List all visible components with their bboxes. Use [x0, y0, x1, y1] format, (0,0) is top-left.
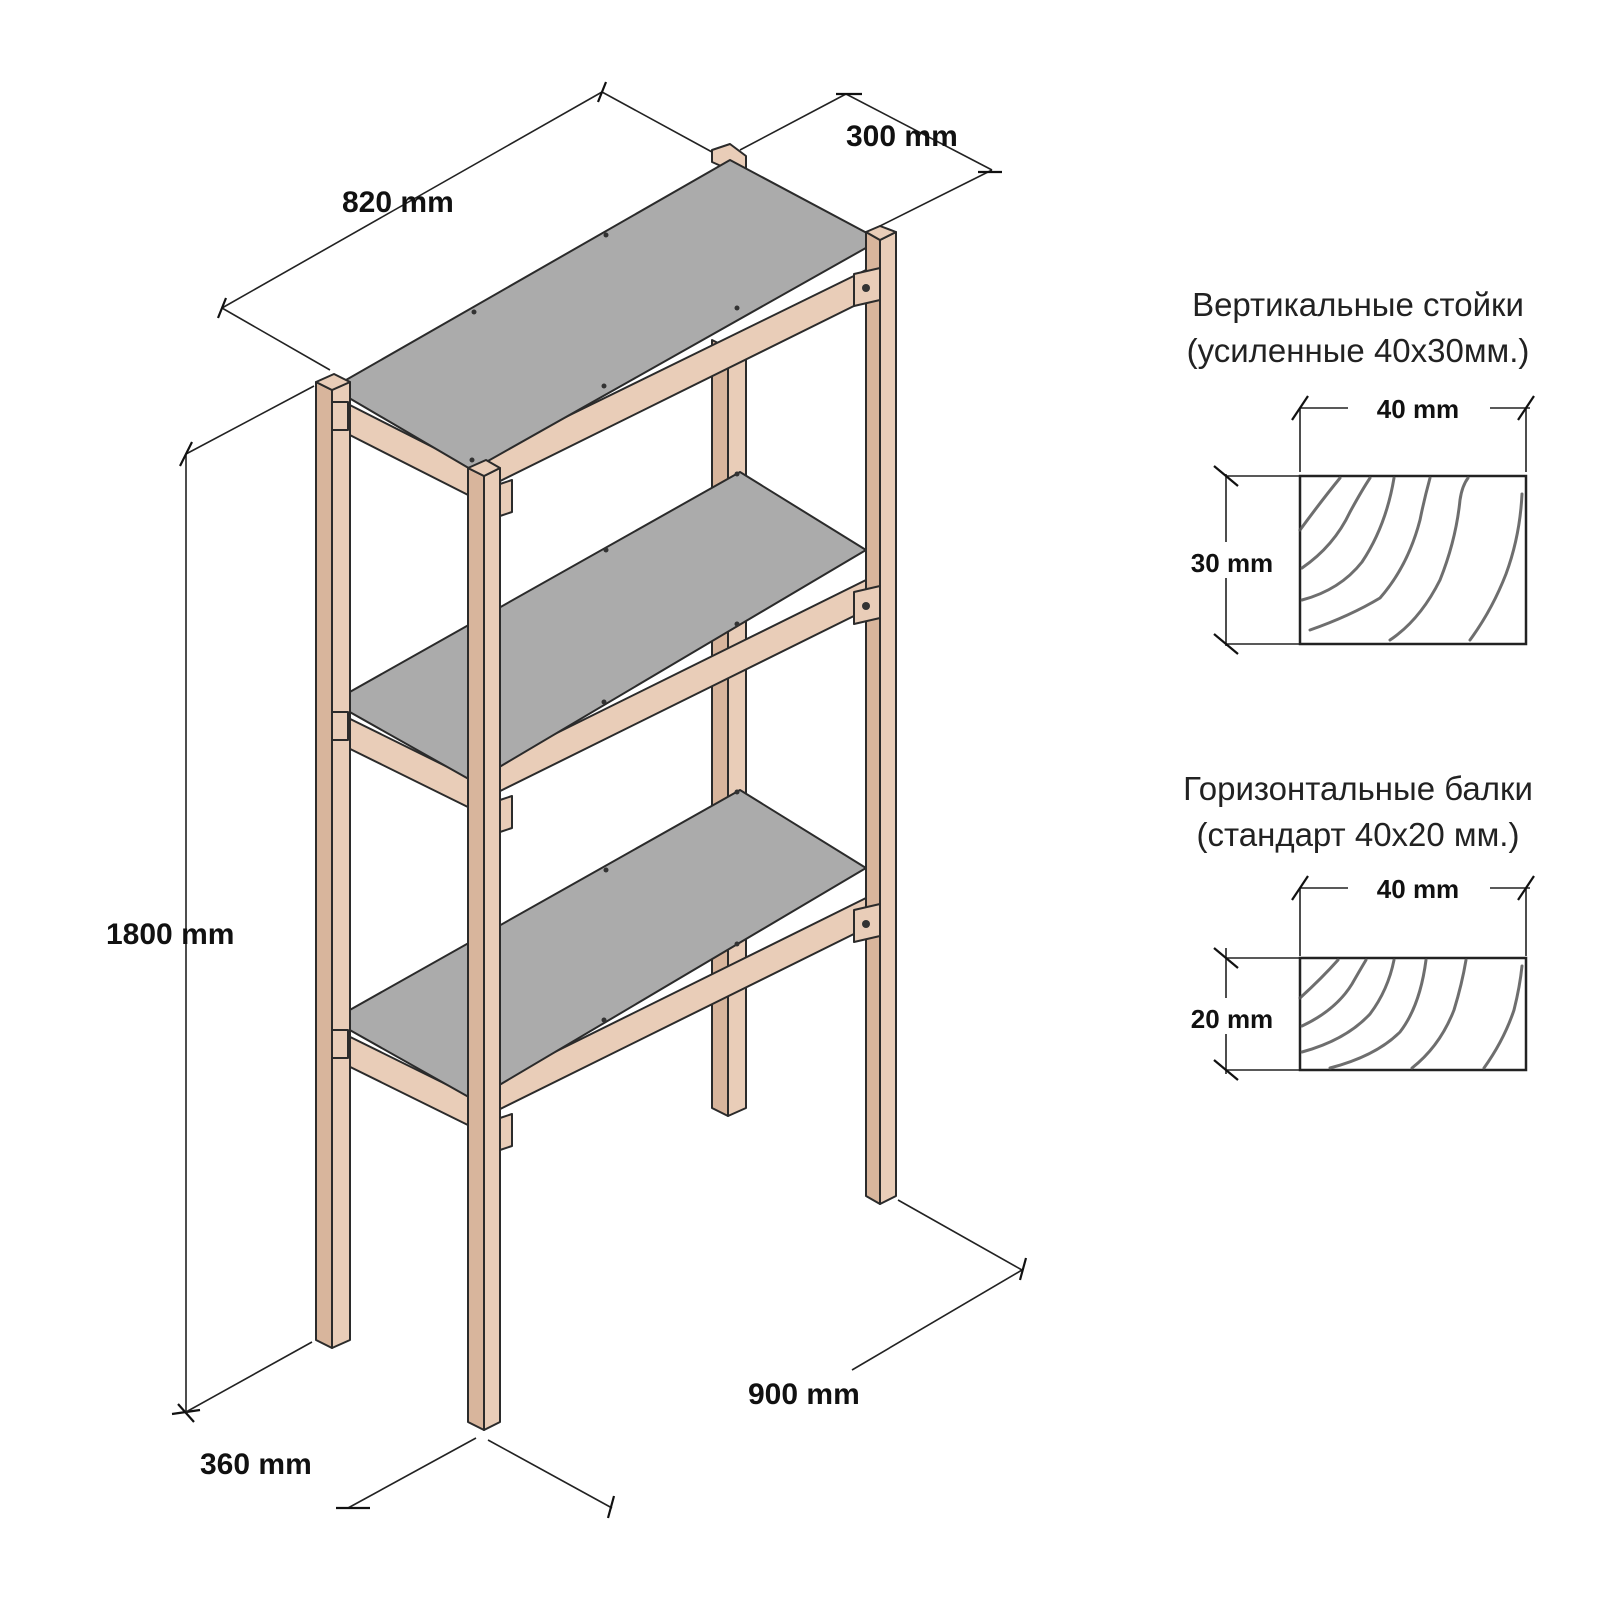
- width-dimension-label: 820 mm: [342, 186, 454, 219]
- top-shelf: [331, 143, 881, 501]
- vertical-posts-title: Вертикальные стойки: [1192, 286, 1524, 323]
- dimension-lines: [171, 81, 1028, 1519]
- depth-top-dimension-label: 300 mm: [846, 120, 958, 153]
- horizontal-beams-section: Горизонтальные балки (стандарт 40х20 мм.…: [1172, 770, 1535, 1081]
- depth-bottom-dimension-label: 360 mm: [200, 1448, 312, 1481]
- vertical-post-width-label: 40 mm: [1377, 394, 1459, 424]
- bottom-shelf: [331, 789, 867, 1131]
- horizontal-beam-cross-section: [1298, 956, 1528, 1072]
- vertical-posts-section: Вертикальные стойки (усиленные 40х30мм.)…: [1172, 286, 1535, 655]
- middle-shelf: [331, 471, 867, 813]
- front-right-post: [853, 225, 897, 1205]
- wood-grain-icon: [1298, 958, 1524, 1070]
- vertical-post-height-label: 30 mm: [1191, 548, 1273, 578]
- horizontal-beam-width-label: 40 mm: [1377, 874, 1459, 904]
- vertical-post-cross-section: [1298, 474, 1528, 646]
- left-post: [315, 373, 351, 1349]
- width-bottom-dimension-label: 900 mm: [748, 1378, 860, 1411]
- vertical-posts-subtitle: (усиленные 40х30мм.): [1187, 332, 1530, 369]
- horizontal-beams-subtitle: (стандарт 40х20 мм.): [1197, 816, 1520, 853]
- height-dimension-label: 1800 mm: [106, 918, 234, 951]
- wood-grain-icon: [1298, 476, 1524, 642]
- horizontal-beam-height-label: 20 mm: [1191, 1004, 1273, 1034]
- horizontal-beams-title: Горизонтальные балки: [1183, 770, 1533, 807]
- front-post: [467, 459, 513, 1431]
